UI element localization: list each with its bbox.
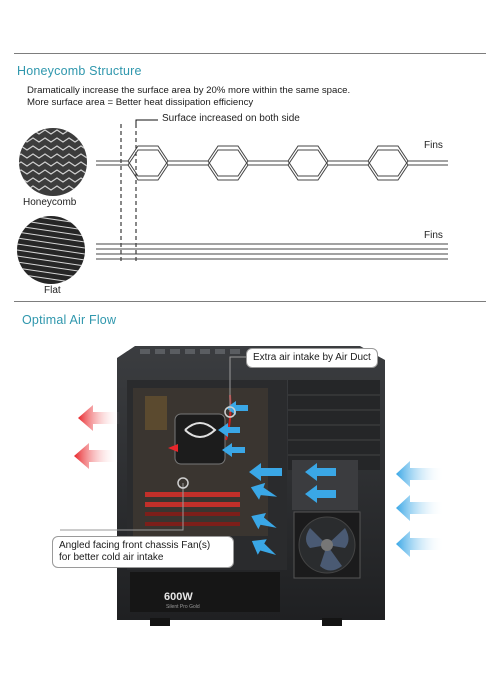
fins-label-flat: Fins bbox=[424, 230, 443, 241]
flat-fin-photo bbox=[17, 216, 85, 284]
psu-wattage-label: 600W bbox=[164, 591, 193, 603]
honeycomb-label: Honeycomb bbox=[23, 197, 77, 208]
honeycomb-description-line2: More surface area = Better heat dissipat… bbox=[27, 97, 254, 108]
psu-model-label: Silent Pro Gold bbox=[166, 604, 200, 610]
middle-divider bbox=[14, 301, 486, 302]
flat-fin bbox=[96, 243, 448, 260]
air-duct-callout-text: Extra air intake by Air Duct bbox=[253, 352, 371, 363]
cold-air-arrows-interior bbox=[218, 401, 336, 555]
airflow-section-title: Optimal Air Flow bbox=[22, 313, 117, 327]
honeycomb-fin-photo bbox=[19, 128, 87, 196]
fin-comparison-diagram bbox=[96, 119, 448, 262]
honeycomb-fin bbox=[96, 145, 448, 181]
cold-air-arrows-front bbox=[396, 461, 444, 557]
front-fan-callout-line2: for better cold air intake bbox=[59, 552, 164, 563]
front-fan-callout: Angled facing front chassis Fan(s) for b… bbox=[52, 536, 234, 568]
front-fan-callout-line1: Angled facing front chassis Fan(s) bbox=[59, 540, 211, 551]
fins-label-honeycomb: Fins bbox=[424, 140, 443, 151]
hot-air-arrows bbox=[74, 405, 178, 469]
top-divider bbox=[14, 53, 486, 54]
flat-label: Flat bbox=[44, 285, 61, 296]
honeycomb-description-line1: Dramatically increase the surface area b… bbox=[27, 85, 351, 96]
honeycomb-section-title: Honeycomb Structure bbox=[17, 64, 142, 78]
air-duct-callout: Extra air intake by Air Duct bbox=[246, 348, 378, 368]
surface-callout-label: Surface increased on both side bbox=[162, 113, 300, 124]
